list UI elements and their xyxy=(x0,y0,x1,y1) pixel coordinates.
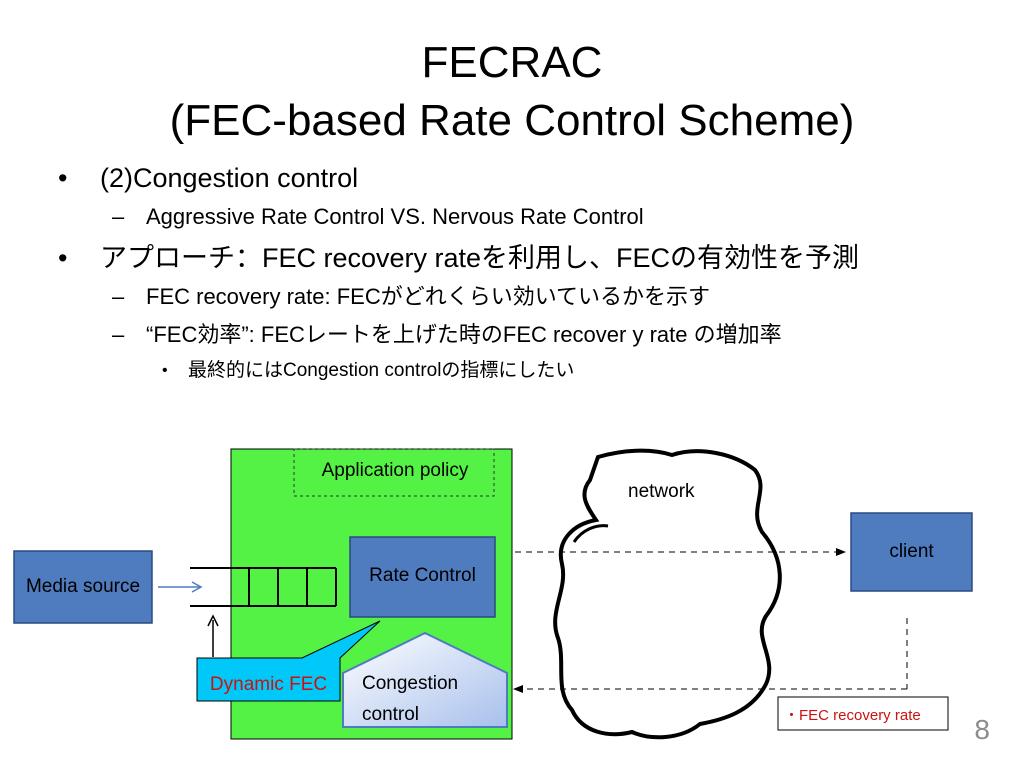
congestion-control-line-1: Congestion xyxy=(362,673,459,694)
sub-sub-bullet-goal: • 最終的にはCongestion controlの指標にしたい xyxy=(58,358,998,384)
application-policy-label: Application policy xyxy=(321,460,469,481)
bullet-approach: • アプローチ：FEC recovery rateを利用し、FECの有効性を予測 xyxy=(58,240,998,276)
title-line-1: FECRAC xyxy=(421,38,603,87)
packet-queue xyxy=(190,567,337,607)
bullet-text: アプローチ：FEC recovery rateを利用し、FECの有効性を予測 xyxy=(100,243,860,273)
fec-recovery-rate-box xyxy=(777,696,949,731)
application-policy-box xyxy=(293,448,495,497)
sub-sub-bullet-text: 最終的にはCongestion controlの指標にしたい xyxy=(188,360,575,381)
client-box xyxy=(850,512,973,592)
network-cloud xyxy=(553,448,782,740)
sub-bullet-text: “FEC効率”: FECレートを上げた時のFEC recover y rate … xyxy=(146,322,782,347)
dynamic-fec-callout xyxy=(196,620,381,702)
diagram-canvas xyxy=(13,448,973,740)
sub-bullet-text: FEC recovery rate: FECがどれくらい効いているかを示す xyxy=(146,284,711,309)
dash-mark: – xyxy=(112,284,125,309)
congestion-control-label: Congestion control xyxy=(362,668,458,730)
sub-bullet-fec-efficiency: – “FEC効率”: FECレートを上げた時のFEC recover y rat… xyxy=(58,320,998,350)
bullet-congestion-control: • (2)Congestion control xyxy=(58,160,998,196)
client-label: client xyxy=(889,541,934,562)
dash-mark: – xyxy=(112,204,125,229)
sub-bullet-fec-recovery-rate: – FEC recovery rate: FECがどれくらい効いているかを示す xyxy=(58,282,998,312)
bullet-list: • (2)Congestion control – Aggressive Rat… xyxy=(58,160,998,384)
congestion-control-shape xyxy=(342,631,508,728)
slide-title: FECRAC (FEC-based Rate Control Scheme) xyxy=(0,34,1024,150)
network-label: network xyxy=(628,481,695,502)
rate-control-label: Rate Control xyxy=(369,565,476,586)
dash-mark: – xyxy=(112,322,125,347)
bullet-mark: • xyxy=(58,243,68,273)
bullet-mark: • xyxy=(58,163,68,193)
bullet-text: (2)Congestion control xyxy=(100,163,359,193)
sub-bullet-text: Aggressive Rate Control VS. Nervous Rate… xyxy=(146,204,644,229)
congestion-control-line-2: control xyxy=(362,704,420,725)
rate-control-box xyxy=(349,536,496,618)
media-source-box xyxy=(13,550,153,624)
fecrac-diagram: Application policy Rate Control Congesti… xyxy=(0,440,1024,768)
fec-recovery-rate-label: ・FEC recovery rate xyxy=(784,707,921,724)
page-number: 8 xyxy=(974,714,990,745)
sub-bullet-aggressive-vs-nervous: – Aggressive Rate Control VS. Nervous Ra… xyxy=(58,202,998,232)
dynamic-fec-label: Dynamic FEC xyxy=(209,674,328,695)
title-line-2: (FEC-based Rate Control Scheme) xyxy=(169,96,855,145)
media-source-label: Media source xyxy=(25,576,141,597)
bullet-mark: • xyxy=(162,362,168,379)
